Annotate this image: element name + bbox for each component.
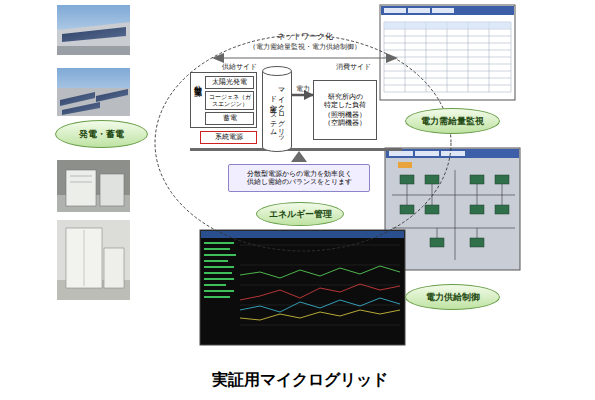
system-cylinder: マイクログリッド 実証システム — [262, 66, 292, 152]
screenshot-energy — [200, 230, 405, 345]
photo-solar-panels — [57, 68, 130, 116]
annotation-label: 消費サイド — [336, 62, 371, 72]
node-text: 電力供給制御 — [426, 292, 480, 302]
node-text: エネルギー管理 — [269, 209, 332, 219]
section-label: 電力需給量監視 — [405, 108, 500, 134]
system-boundary — [155, 35, 451, 251]
process-box: 蓄電 — [205, 112, 254, 125]
callout-box: 分散型電源からの電力を効率良く 供給し需給のバランスをとります — [228, 164, 370, 192]
node-text: （照明機器） （空調機器） — [324, 111, 367, 127]
section-label: エネルギー管理 — [256, 202, 344, 226]
photo-battery — [57, 220, 130, 300]
node-text: 分散型電源からの電力を効率良く 供給し需給のバランスをとります — [243, 170, 355, 186]
section-label: 発電・蓄電 — [55, 120, 148, 148]
node-text: 発電・蓄電 — [79, 129, 124, 139]
process-box: 研究所内の 特定した負荷 （照明機器） （空調機器） — [313, 80, 377, 140]
node-text: コージェネ（ガスエンジン） — [206, 94, 253, 107]
edge-label: 電力 — [296, 84, 310, 94]
annotation-label: （電力需給量監視・電力供給制御） — [249, 42, 361, 52]
process-box: 太陽光発電 — [205, 76, 254, 89]
node-text: 分散型電源 — [193, 79, 202, 84]
annotation-label: 供給サイド — [222, 62, 257, 72]
annotation-label: ネットワーク化 — [277, 31, 333, 42]
photo-building — [57, 5, 130, 55]
node-text: 研究所内の 特定した負荷 — [324, 93, 367, 109]
node-text: マイクログリッド 実証システム — [269, 82, 285, 140]
node-text: 系統電源 — [215, 133, 243, 141]
screenshot-monitoring — [380, 5, 515, 100]
caption: 実証用マイクログリッド — [212, 370, 388, 391]
cylinder-body — [263, 71, 292, 152]
process-box: 系統電源 — [200, 131, 257, 144]
cylinder-top — [263, 67, 292, 76]
balance-beam — [190, 148, 402, 162]
network-arrow — [212, 53, 398, 63]
photo-cogeneration — [57, 160, 130, 212]
node-text: 電力需給量監視 — [421, 116, 484, 126]
power-arrow — [292, 94, 313, 97]
node-text: 太陽光発電 — [212, 78, 247, 86]
section-label: 電力供給制御 — [405, 284, 500, 310]
process-box: 分散型電源 太陽光発電コージェネ（ガスエンジン） 蓄電 — [190, 72, 257, 128]
process-box: コージェネ（ガスエンジン） — [205, 91, 254, 110]
node-text: 蓄電 — [223, 114, 237, 122]
